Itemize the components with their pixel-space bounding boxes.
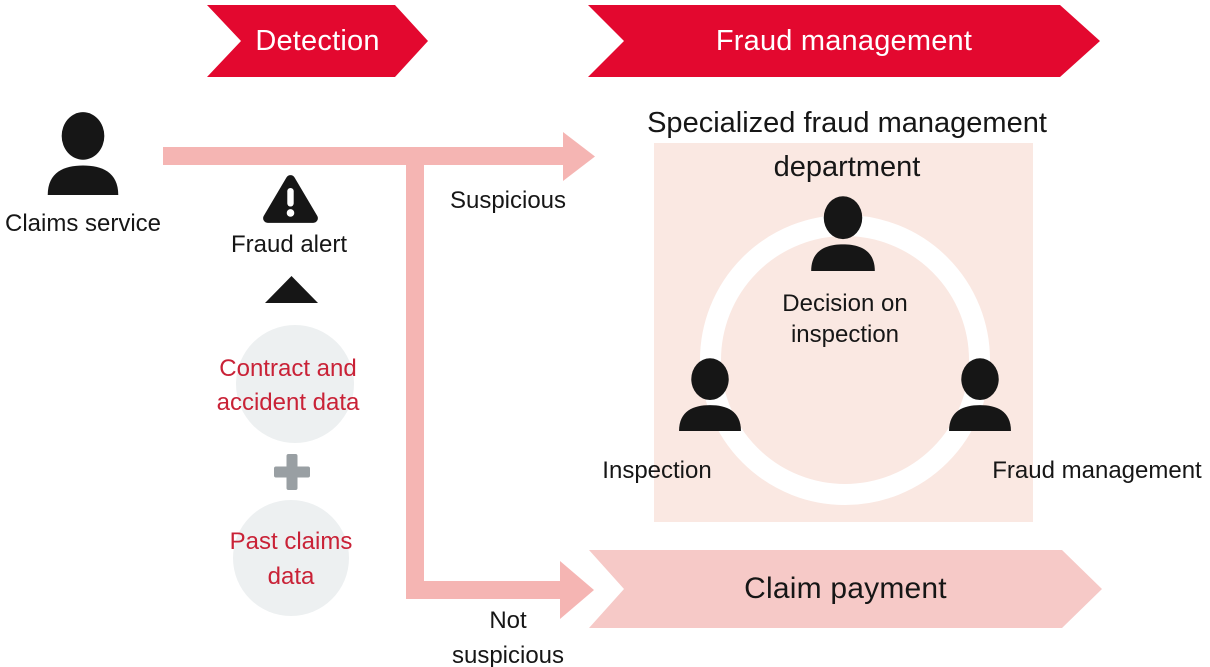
fraud-management-person-icon [944,358,1016,432]
plus-icon [274,454,310,490]
flow-arrow-not-suspicious-shaft [406,581,561,599]
not-suspicious-label: Not suspicious [428,603,588,667]
fraud-management-role-label: Fraud management [992,457,1202,484]
flow-arrow-main-shaft [163,147,564,165]
input-triangle-icon [265,276,318,303]
contract-data-label: Contract and accident data [188,352,388,420]
banner-fraud-management: Fraud management [588,5,1100,77]
contract-data-circle [236,325,354,443]
flow-arrow-suspicious-head [563,132,595,181]
decision-line2: inspection [790,321,900,348]
decision-person-icon [806,196,880,272]
department-title-line2: department [773,151,921,183]
inspection-label: Inspection [602,457,712,484]
banner-claim-payment-label: Claim payment [744,572,947,605]
not-suspicious-line2: suspicious [451,642,565,667]
claims-service-label: Claims service [4,210,162,237]
banner-claim-payment: Claim payment [589,550,1102,628]
past-claims-label: Past claims data [191,524,391,594]
past-claims-line2: data [267,563,315,590]
fraud-alert-icon [261,174,320,224]
past-claims-circle [233,500,349,616]
banner-fraud-management-label: Fraud management [715,24,973,57]
department-title: Specialized fraud management department [597,101,1097,189]
department-title-line1: Specialized fraud management [647,107,1047,139]
banner-detection: Detection [207,5,428,77]
contract-data-line2: accident data [216,389,360,416]
suspicious-label: Suspicious [449,187,567,214]
inspection-person-icon [674,358,746,432]
claims-service-person-icon [42,112,124,196]
past-claims-line1: Past claims [229,528,353,555]
decision-label: Decision on inspection [745,288,945,350]
not-suspicious-line1: Not [489,607,527,634]
fraud-alert-label: Fraud alert [230,231,348,258]
banner-detection-label: Detection [255,24,380,57]
contract-data-line1: Contract and [219,355,357,382]
decision-line1: Decision on [782,290,908,317]
flow-arrow-branch-vertical [406,147,424,599]
